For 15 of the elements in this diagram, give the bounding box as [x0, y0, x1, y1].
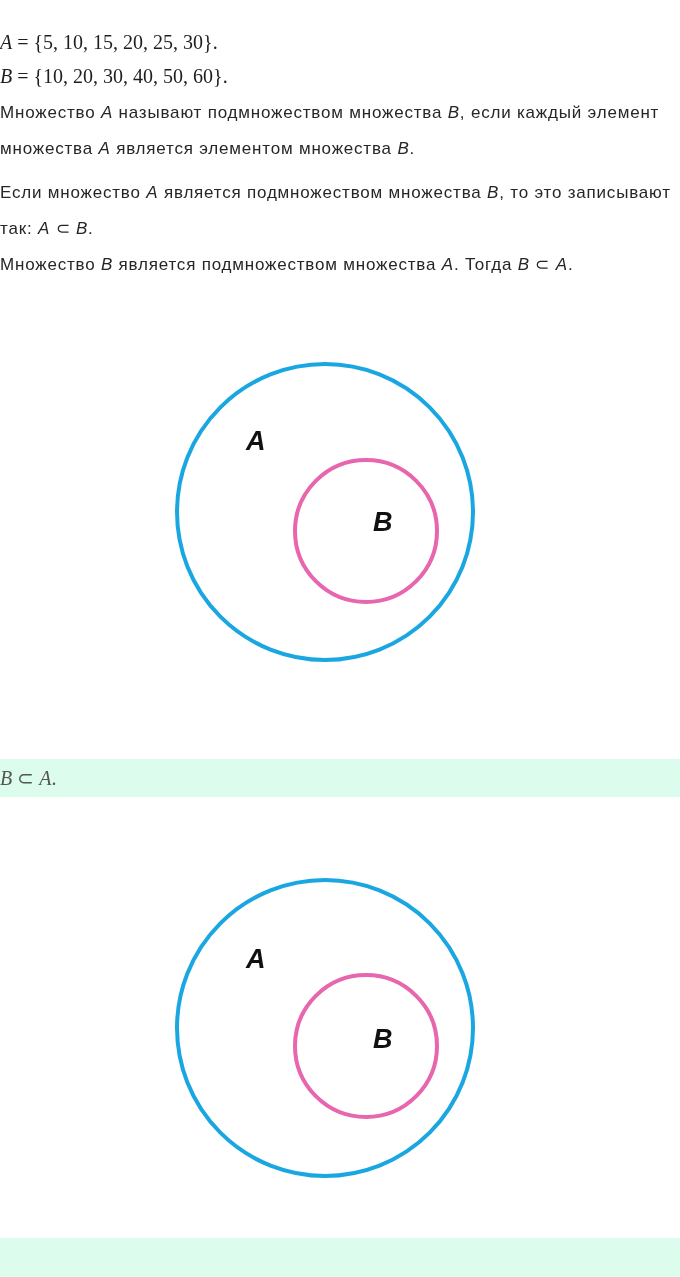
set-label: A [246, 944, 266, 974]
answer-band [0, 759, 680, 797]
paragraph: Множество A называют подмножеством множества B, если каждый элемент множества A является элементом множества B. [0, 102, 661, 160]
set-label: B [373, 1024, 393, 1054]
set-definition: B = {10, 20, 30, 40, 50, 60}. [0, 64, 228, 89]
set-circle [293, 973, 439, 1119]
set-label: A [246, 426, 266, 456]
set-circle [175, 362, 475, 662]
paragraph: Если множество A является подмножеством множества B, то это записывают так: A ⊂ B. [0, 182, 672, 240]
set-circle [293, 458, 439, 604]
answer-text: B ⊂ A. [0, 766, 57, 791]
set-circle [175, 878, 475, 1178]
paragraph: Множество B является подмножеством множества A. Тогда B ⊂ A. [0, 254, 574, 276]
answer-band [0, 1238, 680, 1277]
set-label: B [373, 507, 393, 537]
